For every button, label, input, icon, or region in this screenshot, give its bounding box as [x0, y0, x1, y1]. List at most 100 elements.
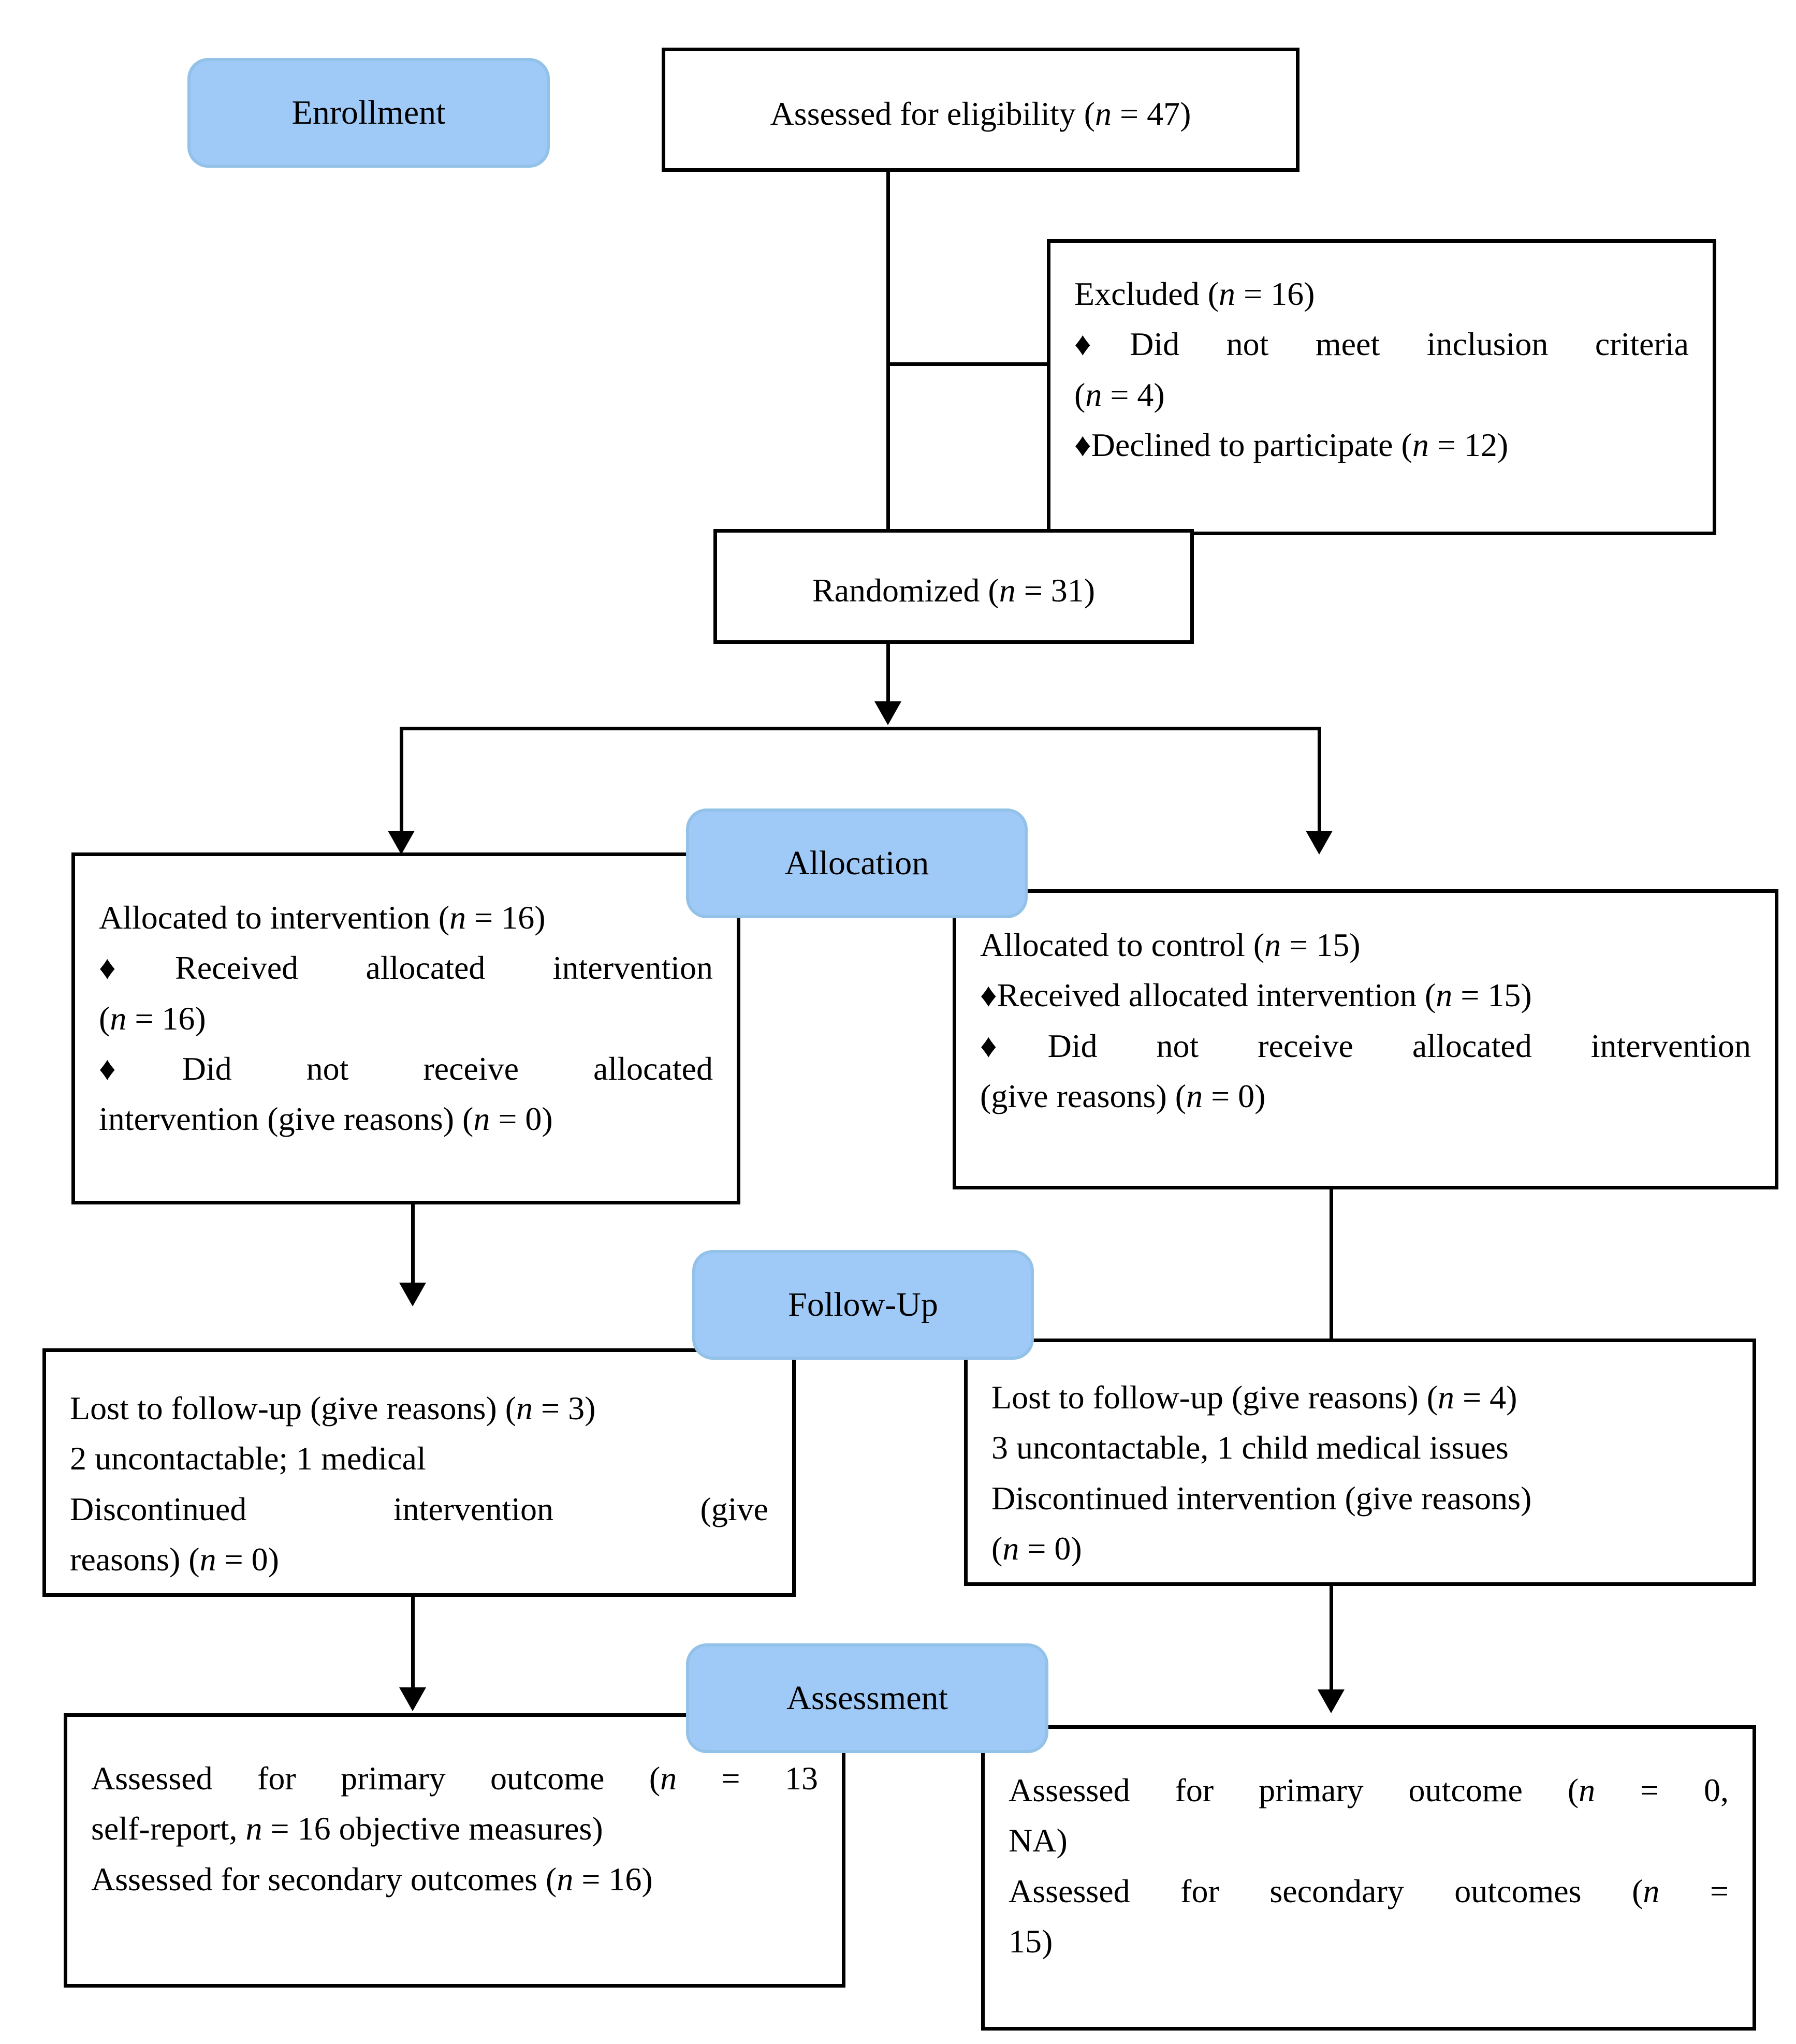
box-randomized: Randomized (n = 31): [713, 529, 1194, 644]
box-allocated-to-intervention: Allocated to intervention (n = 16) ♦Rece…: [71, 852, 740, 1204]
assess-ctrl-n-symbol: n: [1579, 1772, 1596, 1808]
stage-badge-allocation: Allocation: [686, 808, 1028, 918]
fu-int-line-4: reasons) (n = 0): [70, 1534, 768, 1584]
alloc-ctrl-text-pre: Allocated to control (: [980, 927, 1265, 963]
arrow-followup-ctrl-to-assessment: [1318, 1689, 1345, 1713]
assess-ctrl-line-3-n-symbol: n: [1643, 1872, 1660, 1909]
assess-int-line-3-post: = 16): [573, 1860, 653, 1898]
assess-int-line-2-pre: self-report,: [91, 1810, 246, 1847]
excluded-bullet-1-cont-pre: (: [1074, 376, 1086, 413]
assess-ctrl-line-1-pre: Assessed for primary outcome (: [1009, 1772, 1579, 1808]
alloc-ctrl-bullet-2-cont: (give reasons) (n = 0): [980, 1071, 1751, 1121]
alloc-int-bullet-2-n-symbol: n: [473, 1100, 490, 1138]
connector-followup-int-to-assessment: [411, 1594, 415, 1693]
fu-ctrl-line-4: (n = 0): [991, 1523, 1729, 1574]
alloc-ctrl-bullet-2-text: Did not receive allocated intervention: [1047, 1027, 1751, 1064]
excluded-bullet-1-n-symbol: n: [1085, 376, 1102, 413]
box-excluded: Excluded (n = 16) ♦Did not meet inclusio…: [1047, 239, 1716, 535]
assess-int-line-2-post: = 16 objective measures): [262, 1810, 603, 1847]
fu-int-line-1-pre: Lost to follow-up (give reasons) (: [70, 1390, 517, 1427]
stage-label-enrollment: Enrollment: [291, 94, 446, 131]
excluded-bullet-1: ♦Did not meet inclusion criteria: [1074, 319, 1689, 369]
excluded-n-symbol: n: [1219, 275, 1235, 312]
assess-int-line-3-pre: Assessed for secondary outcomes (: [91, 1860, 557, 1898]
arrow-followup-int-to-assessment: [399, 1687, 426, 1711]
box-assessment-control: Assessed for primary outcome (n = 0, NA)…: [981, 1725, 1756, 2031]
arrow-randomized-to-split: [874, 701, 901, 725]
assess-int-n-symbol: n: [660, 1760, 677, 1797]
excluded-bullet-2-post: = 12): [1428, 426, 1509, 463]
connector-split-right-leg: [1318, 727, 1321, 838]
box-allocated-to-control: Allocated to control (n = 15) ♦Received …: [953, 889, 1778, 1189]
connector-followup-ctrl-to-assessment: [1330, 1583, 1333, 1695]
excluded-bullet-2: ♦Declined to participate (n = 12): [1074, 420, 1689, 470]
stage-badge-enrollment: Enrollment: [187, 58, 550, 168]
fu-ctrl-line-4-n-symbol: n: [1002, 1530, 1019, 1567]
fu-int-line-3: Discontinued intervention (give: [70, 1490, 768, 1527]
excluded-bullet-2-n-symbol: n: [1412, 426, 1429, 463]
excluded-line-1: Excluded (n = 16): [1074, 269, 1689, 319]
randomized-text-pre: Randomized (: [812, 572, 999, 609]
diamond-bullet-icon: ♦: [980, 1027, 1048, 1064]
box-assessment-intervention: Assessed for primary outcome (n = 13 sel…: [64, 1713, 845, 1988]
assess-ctrl-line-3: Assessed for secondary outcomes (n =: [1009, 1866, 1729, 1916]
alloc-int-n-symbol: n: [449, 899, 466, 936]
assess-int-line-3: Assessed for secondary outcomes (n = 16): [91, 1854, 818, 1904]
alloc-ctrl-bullet-2-cont-pre: (give reasons) (: [980, 1077, 1187, 1114]
assess-int-line-3-n-symbol: n: [557, 1860, 574, 1898]
alloc-ctrl-bullet-1-n-symbol: n: [1436, 977, 1453, 1014]
assess-ctrl-line-1: Assessed for primary outcome (n = 0,: [1009, 1765, 1729, 1815]
fu-int-n-symbol: n: [516, 1390, 533, 1427]
connector-eligibility-to-randomized: [886, 171, 890, 533]
alloc-int-text-post: = 16): [466, 899, 546, 936]
randomized-n-symbol: n: [999, 572, 1016, 609]
eligibility-n-symbol: n: [1095, 95, 1112, 132]
alloc-int-bullet-1: ♦Received allocated intervention: [99, 943, 713, 993]
connector-alloc-int-to-followup: [411, 1202, 415, 1288]
diamond-bullet-icon: ♦: [99, 949, 175, 987]
arrow-to-allocated-intervention: [388, 831, 415, 855]
assess-ctrl-line-3-pre: Assessed for secondary outcomes (: [1009, 1872, 1643, 1909]
fu-ctrl-line-4-pre: (: [991, 1530, 1003, 1567]
fu-ctrl-line-1: Lost to follow-up (give reasons) (n = 4): [991, 1372, 1729, 1422]
box-assessed-for-eligibility: Assessed for eligibility (n = 47): [662, 48, 1299, 172]
assess-ctrl-line-2: NA): [1009, 1822, 1068, 1859]
alloc-int-bullet-2-cont-post: = 0): [490, 1100, 553, 1138]
alloc-ctrl-n-symbol: n: [1264, 927, 1281, 963]
box-followup-intervention: Lost to follow-up (give reasons) (n = 3)…: [42, 1348, 796, 1597]
excluded-text-pre: Excluded (: [1074, 275, 1219, 312]
fu-ctrl-line-1-post: = 4): [1454, 1379, 1517, 1416]
assess-int-line-1-post: = 13: [677, 1760, 818, 1797]
fu-ctrl-line-4-post: = 0): [1019, 1530, 1082, 1567]
alloc-ctrl-line-1: Allocated to control (n = 15): [980, 920, 1751, 970]
arrow-alloc-int-to-followup: [399, 1283, 426, 1306]
eligibility-text-pre: Assessed for eligibility (: [770, 95, 1096, 132]
assess-int-line-1: Assessed for primary outcome (n = 13: [91, 1753, 818, 1803]
fu-ctrl-line-3: Discontinued intervention (give reasons): [991, 1479, 1532, 1517]
diamond-bullet-icon: ♦: [99, 1050, 182, 1087]
fu-int-line-4-post: = 0): [216, 1540, 279, 1578]
stage-label-assessment: Assessment: [786, 1679, 948, 1717]
connector-split-left-leg: [400, 727, 403, 838]
assess-int-line-2-n-symbol: n: [245, 1810, 262, 1847]
alloc-int-bullet-1-cont-pre: (: [99, 999, 110, 1037]
alloc-ctrl-bullet-2-n-symbol: n: [1186, 1077, 1203, 1114]
fu-int-line-1-post: = 3): [533, 1390, 596, 1427]
randomized-line-1: Randomized (n = 31): [741, 565, 1166, 615]
diamond-bullet-icon: ♦: [980, 977, 997, 1014]
fu-int-line-4-pre: reasons) (: [70, 1540, 200, 1578]
connector-alloc-ctrl-to-followup: [1330, 1188, 1333, 1349]
assess-int-line-2: self-report, n = 16 objective measures): [91, 1803, 818, 1854]
arrow-to-allocated-control: [1306, 831, 1333, 855]
stage-badge-assessment: Assessment: [686, 1643, 1048, 1753]
excluded-bullet-1-text: Did not meet inclusion criteria: [1130, 326, 1689, 363]
alloc-int-bullet-2-cont-pre: intervention (give reasons) (: [99, 1100, 474, 1138]
assess-int-line-1-pre: Assessed for primary outcome (: [91, 1760, 661, 1797]
alloc-ctrl-bullet-2-cont-post: = 0): [1203, 1077, 1266, 1114]
diamond-bullet-icon: ♦: [1074, 426, 1091, 463]
fu-ctrl-line-2: 3 uncontactable, 1 child medical issues: [991, 1429, 1509, 1466]
alloc-ctrl-bullet-1-pre: Received allocated intervention (: [997, 977, 1436, 1014]
alloc-ctrl-text-post: = 15): [1281, 927, 1361, 963]
alloc-ctrl-bullet-1-post: = 15): [1452, 977, 1532, 1014]
